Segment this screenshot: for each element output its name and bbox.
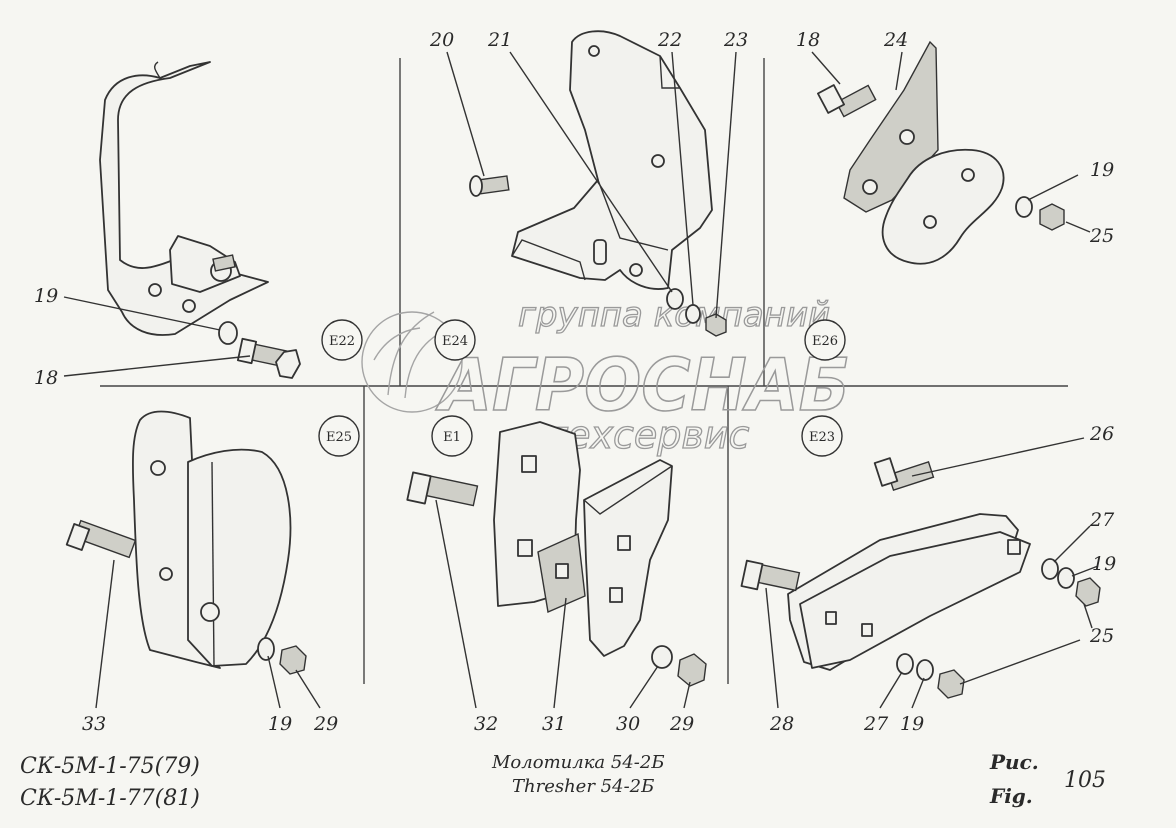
hardware-top [218, 84, 1065, 379]
callout-25: 25 [1089, 625, 1114, 647]
figure-label-en: Fig. [990, 784, 1033, 808]
section-dividers [100, 58, 1068, 684]
callout-19: 19 [1090, 159, 1114, 181]
callout-18: 18 [796, 29, 820, 51]
callout-28: 28 [769, 713, 794, 735]
ref-e1: E1 [443, 430, 461, 445]
callout-19: 19 [34, 285, 58, 307]
watermark-line-2: АГРОСНАБ [435, 343, 850, 427]
plates-top-right [843, 40, 1005, 265]
callout-31: 31 [542, 713, 566, 735]
ref-e22: E22 [329, 334, 355, 349]
callout-27: 27 [1089, 509, 1115, 531]
model-code-1: СК-5М-1-75(79) [20, 754, 200, 779]
ref-e26: E26 [812, 334, 838, 349]
model-code-2: СК-5М-1-77(81) [20, 786, 200, 811]
watermark-line-3: техсервис [545, 413, 749, 457]
callout-33: 33 [82, 713, 106, 735]
caption-ru: Молотилка 54-2Б [492, 752, 665, 773]
callout-19: 19 [268, 713, 292, 735]
ref-e25: E25 [326, 430, 352, 445]
callout-30: 30 [616, 713, 640, 735]
figure-label-ru: Рис. [990, 750, 1039, 774]
callout-23: 23 [723, 29, 748, 51]
callout-24: 24 [883, 29, 908, 51]
callout-22: 22 [657, 29, 682, 51]
callout-19: 19 [1092, 553, 1116, 575]
callout-27: 27 [863, 713, 889, 735]
figure-number: 105 [1064, 768, 1106, 793]
callout-29: 29 [669, 713, 694, 735]
bracket-bottom-left [65, 410, 307, 675]
plates-bottom-middle [406, 421, 707, 687]
plates-bottom-right [740, 457, 1101, 699]
callout-18: 18 [34, 367, 58, 389]
ref-e24: E24 [442, 334, 468, 349]
callout-21: 21 [487, 29, 512, 51]
bracket-top-left [99, 61, 269, 336]
leader-lines [63, 51, 1099, 709]
bracket-top-middle [511, 30, 713, 290]
callout-29: 29 [313, 713, 338, 735]
callout-numbers: 20 21 22 23 18 24 19 25 19 18 26 27 19 2… [34, 29, 1116, 735]
callout-19: 19 [900, 713, 924, 735]
callout-32: 32 [474, 713, 498, 735]
watermark: группа компаний АГРОСНАБ техсервис [361, 294, 851, 458]
callout-25: 25 [1089, 225, 1114, 247]
callout-26: 26 [1089, 423, 1114, 445]
reference-markers: E22 E24 E26 E25 E1 E23 [318, 319, 846, 457]
ref-e23: E23 [809, 430, 835, 445]
caption-en: Thresher 54-2Б [512, 776, 655, 797]
callout-20: 20 [429, 29, 454, 51]
